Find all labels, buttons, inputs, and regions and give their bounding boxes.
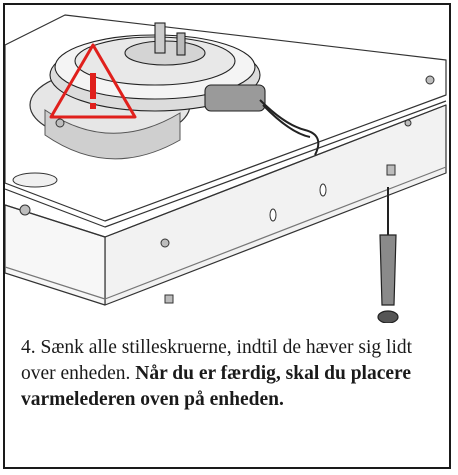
assembly-illustration [5,14,447,323]
step-text: 4. Sænk alle stilleskruerne, indtil de h… [21,337,413,384]
step-bold-text: Når du er færdig, skal du placere varmel… [21,363,411,410]
instruction-panel: 4. Sænk alle stilleskruerne, indtil de h… [3,3,451,469]
warning-triangle-icon [49,43,137,119]
step-caption: 4. Sænk alle stilleskruerne, indtil de h… [21,335,446,413]
